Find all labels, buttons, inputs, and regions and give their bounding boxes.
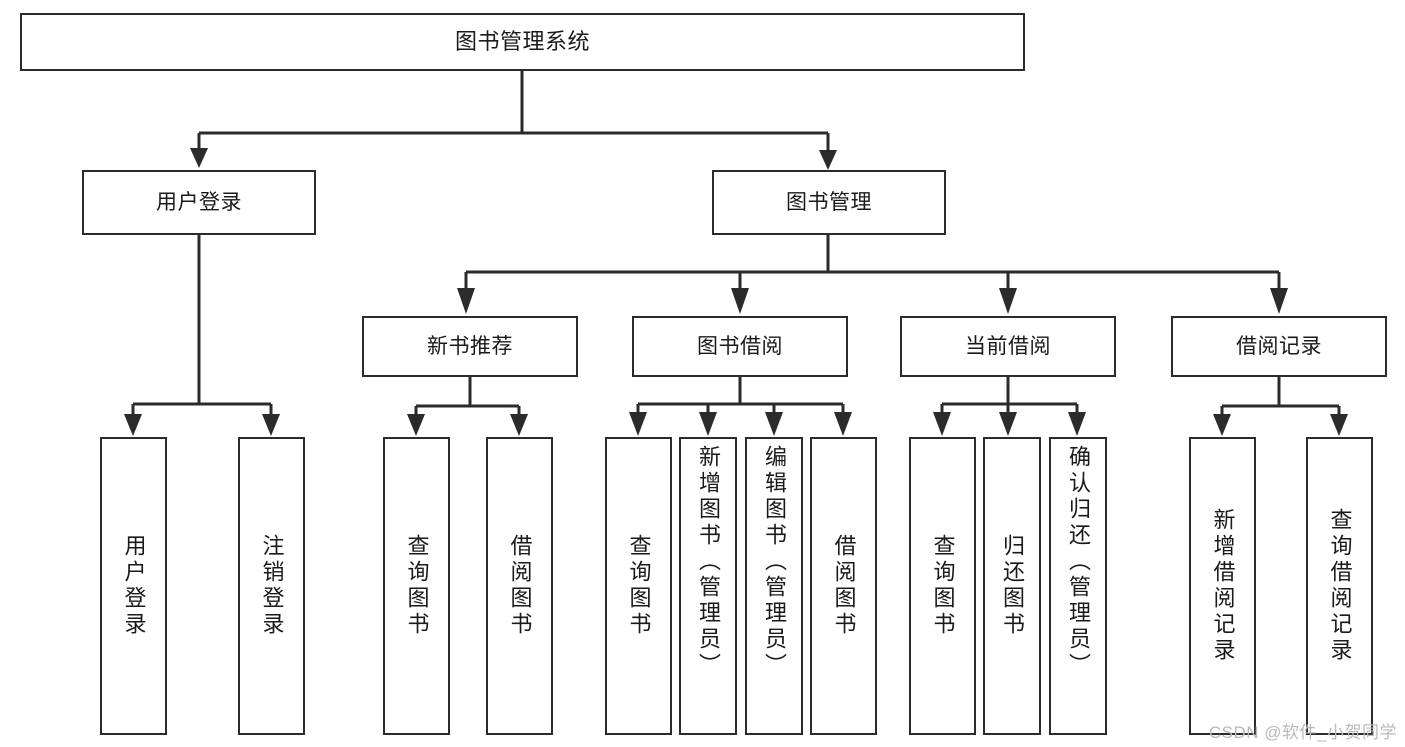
leaf-return-book[interactable]: 归还图书 [983,437,1041,735]
node-label: 查询借阅记录 [1327,508,1353,664]
leaf-query-book-3[interactable]: 查询图书 [909,437,976,735]
node-new-book-recommend[interactable]: 新书推荐 [362,316,578,377]
node-label: 确认归还（管理员） [1066,445,1091,679]
node-label: 新增图书（管理员） [696,445,721,679]
leaf-query-borrow-record[interactable]: 查询借阅记录 [1306,437,1373,735]
node-label: 借阅记录 [1236,334,1322,358]
node-label: 新书推荐 [427,334,513,358]
leaf-borrow-book-2[interactable]: 借阅图书 [810,437,877,735]
node-label: 图书管理 [786,190,872,214]
leaf-add-borrow-record[interactable]: 新增借阅记录 [1189,437,1256,735]
node-label: 查询图书 [930,534,956,638]
leaf-query-book-2[interactable]: 查询图书 [605,437,672,735]
leaf-edit-book-admin[interactable]: 编辑图书（管理员） [745,437,803,735]
leaf-logout-login[interactable]: 注销登录 [238,437,305,735]
node-label: 新增借阅记录 [1210,508,1236,664]
csdn-watermark: CSDN @软件_小贺同学 [1208,723,1397,742]
leaf-user-login[interactable]: 用户登录 [100,437,167,735]
leaf-borrow-book-1[interactable]: 借阅图书 [486,437,553,735]
leaf-confirm-return-admin[interactable]: 确认归还（管理员） [1049,437,1107,735]
node-label: 注销登录 [259,534,285,638]
node-current-borrow[interactable]: 当前借阅 [900,316,1116,377]
node-borrow-record[interactable]: 借阅记录 [1171,316,1387,377]
node-label: 图书管理系统 [454,28,590,54]
node-label: 查询图书 [404,534,430,638]
node-label: 图书借阅 [697,334,783,358]
node-label: 用户登录 [121,534,147,638]
node-label: 借阅图书 [507,534,533,638]
node-label: 归还图书 [1000,534,1025,638]
node-label: 查询图书 [626,534,652,638]
node-book-borrow[interactable]: 图书借阅 [632,316,848,377]
node-label: 用户登录 [156,190,242,214]
node-root-system[interactable]: 图书管理系统 [20,13,1025,71]
leaf-query-book-1[interactable]: 查询图书 [383,437,450,735]
node-label: 当前借阅 [965,334,1051,358]
leaf-add-book-admin[interactable]: 新增图书（管理员） [679,437,737,735]
node-label: 借阅图书 [831,534,857,638]
node-label: 编辑图书（管理员） [762,445,787,679]
node-book-management[interactable]: 图书管理 [712,170,946,235]
node-user-login[interactable]: 用户登录 [82,170,316,235]
